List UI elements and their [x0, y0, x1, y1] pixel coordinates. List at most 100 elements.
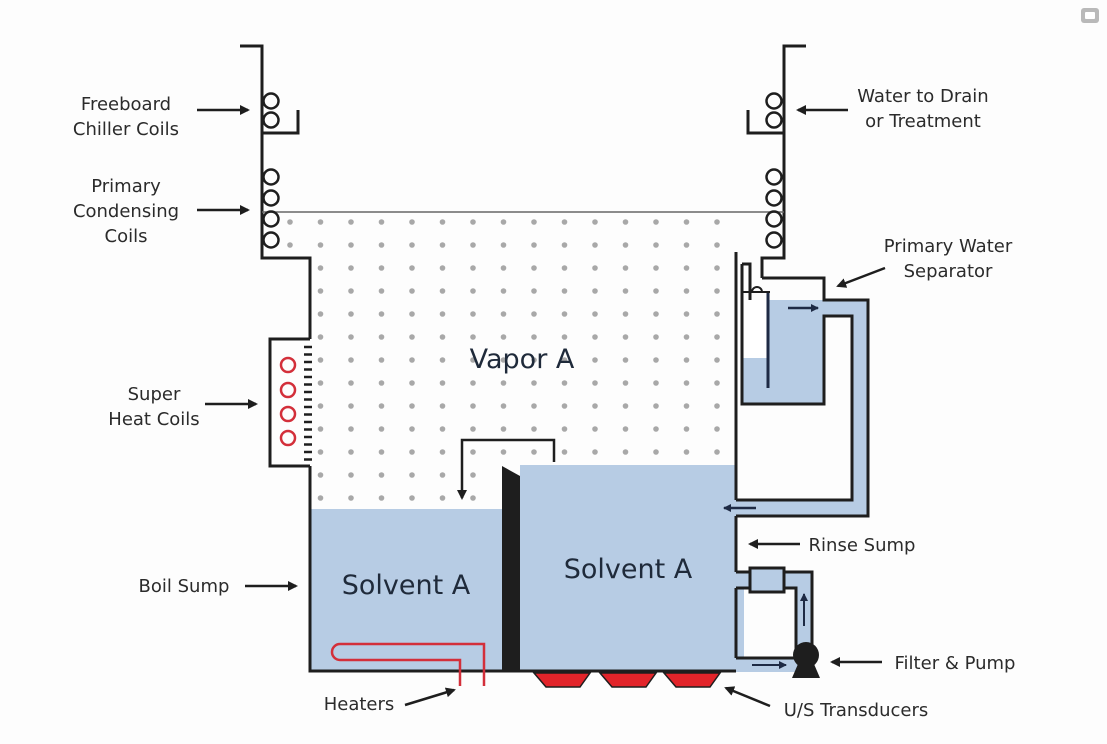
vapor-dot	[653, 242, 659, 248]
vapor-dot	[531, 242, 537, 248]
vapor-dot	[409, 495, 415, 501]
vapor-dot	[592, 265, 598, 271]
vapor-dot	[592, 311, 598, 317]
super-heat-coil-icon	[279, 356, 297, 374]
vapor-dot	[531, 449, 537, 455]
vapor-dot	[653, 449, 659, 455]
label-freeboard-1: Freeboard	[81, 94, 171, 115]
vapor-dot	[409, 334, 415, 340]
vapor-dot	[561, 380, 568, 386]
vapor-dot	[409, 472, 415, 478]
label-filter-pump: Filter & Pump	[895, 653, 1016, 674]
vapor-dot	[317, 403, 324, 409]
rinse-sump-solvent-label: Solvent A	[564, 554, 693, 585]
vapor-dot	[378, 334, 385, 340]
vapor-dot	[439, 219, 446, 225]
vapor-dot	[348, 242, 354, 248]
vapor-dot	[714, 403, 720, 409]
vapor-dot	[500, 311, 507, 317]
vapor-dot	[622, 311, 629, 317]
vapor-dot	[714, 380, 720, 386]
super-heat-coil-icon	[279, 429, 297, 447]
vapor-dot	[470, 311, 476, 317]
vapor-dot	[439, 403, 446, 409]
vapor-dot	[622, 219, 629, 225]
vapor-dot	[378, 242, 385, 248]
vapor-dot	[470, 449, 476, 455]
rinse-sump-liquid	[520, 465, 736, 671]
vapor-dot	[470, 242, 476, 248]
vapor-dot	[470, 219, 476, 225]
vapor-dot	[409, 380, 415, 386]
vapor-dot	[592, 242, 598, 248]
super-heat-coil-icon	[279, 405, 297, 423]
vapor-dot	[622, 380, 629, 386]
transducer	[598, 672, 658, 688]
vapor-dot	[470, 265, 476, 271]
vapor-dot	[348, 403, 354, 409]
vapor-dot	[378, 265, 385, 271]
coil-icon	[262, 189, 280, 207]
vapor-dot	[470, 288, 476, 294]
vapor-dot	[317, 242, 324, 248]
vapor-dot	[500, 288, 507, 294]
vapor-dot	[470, 380, 476, 386]
vapor-dot	[561, 311, 568, 317]
label-heaters: Heaters	[324, 694, 395, 715]
transducer	[532, 672, 592, 688]
vapor-dot	[439, 380, 446, 386]
vapor-dot	[500, 403, 507, 409]
vapor-dot	[500, 265, 507, 271]
vapor-dot	[592, 219, 598, 225]
vapor-dots	[287, 219, 720, 501]
vapor-dot	[683, 426, 690, 432]
vapor-dot	[317, 265, 324, 271]
label-rinse-sump: Rinse Sump	[809, 535, 916, 556]
vapor-dot	[531, 380, 537, 386]
vapor-dot	[378, 426, 385, 432]
vapor-dot	[683, 334, 690, 340]
image-icon[interactable]	[1081, 8, 1099, 23]
vapor-dot	[714, 242, 720, 248]
tank-outline	[240, 44, 870, 673]
weir-baffle	[502, 466, 520, 671]
vapor-dot	[531, 219, 537, 225]
vapor-dot	[470, 472, 476, 478]
vapor-dot	[317, 288, 324, 294]
vapor-dot	[348, 219, 354, 225]
label-boil-sump: Boil Sump	[139, 576, 230, 597]
vapor-dot	[592, 288, 598, 294]
vapor-dot	[439, 495, 446, 501]
vapor-dot	[683, 380, 690, 386]
vapor-dot	[439, 288, 446, 294]
vapor-dot	[622, 265, 629, 271]
vapor-dot	[409, 426, 415, 432]
coil-icon	[765, 210, 783, 228]
super-heat-coil-icon	[279, 381, 297, 399]
vapor-dot	[561, 242, 568, 248]
vapor-dot	[561, 288, 568, 294]
vapor-dot	[714, 288, 720, 294]
vapor-dot	[409, 219, 415, 225]
vapor-dot	[348, 265, 354, 271]
vapor-dot	[622, 242, 629, 248]
vapor-dot	[561, 403, 568, 409]
transducer	[662, 672, 722, 688]
vapor-dot	[317, 449, 324, 455]
vapor-dot	[287, 219, 293, 225]
coil-icon	[765, 92, 783, 110]
label-superheat-1: Super	[128, 384, 181, 405]
vapor-dot	[317, 334, 324, 340]
vapor-dot	[622, 426, 629, 432]
vapor-dot	[317, 219, 324, 225]
vapor-dot	[439, 449, 446, 455]
vapor-dot	[653, 219, 659, 225]
vapor-dot	[531, 357, 537, 363]
vapor-dot	[561, 265, 568, 271]
vapor-dot	[592, 449, 598, 455]
vapor-dot	[287, 242, 293, 248]
vapor-dot	[348, 449, 354, 455]
vapor-dot	[683, 311, 690, 317]
vapor-dot	[317, 357, 324, 363]
